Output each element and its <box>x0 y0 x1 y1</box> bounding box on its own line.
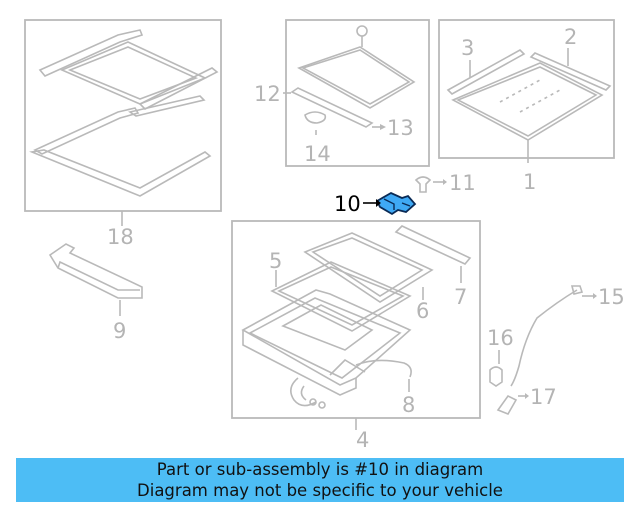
callout-11: 11 <box>449 171 476 195</box>
callout-18: 18 <box>107 225 134 249</box>
callout-5: 5 <box>269 249 282 273</box>
callout-1: 1 <box>523 170 536 194</box>
callout-8: 8 <box>402 393 415 417</box>
box-1 <box>438 19 615 159</box>
part-16 <box>489 350 503 387</box>
part-12-group <box>285 19 430 167</box>
part-18-group <box>24 19 222 212</box>
part-11 <box>414 176 446 193</box>
callout-2: 2 <box>564 25 577 49</box>
callout-7: 7 <box>454 285 467 309</box>
caption-line-1: Part or sub-assembly is #10 in diagram <box>156 460 484 479</box>
part-9 <box>48 243 143 316</box>
part-15 <box>510 285 596 387</box>
callout-6: 6 <box>416 299 429 323</box>
caption-line-2: Diagram may not be specific to your vehi… <box>137 481 503 500</box>
callout-10: 10 <box>334 192 361 216</box>
callout-12: 12 <box>254 82 281 106</box>
part-17 <box>496 394 528 416</box>
callout-16: 16 <box>487 326 514 350</box>
part-10-highlighted[interactable] <box>363 191 417 216</box>
callout-14: 14 <box>304 142 331 166</box>
callout-4: 4 <box>356 428 369 452</box>
callout-17: 17 <box>530 385 557 409</box>
callout-13: 13 <box>387 116 414 140</box>
caption-banner: Part or sub-assembly is #10 in diagram D… <box>16 458 624 502</box>
callout-3: 3 <box>461 36 474 60</box>
part-4-group <box>231 220 481 430</box>
callout-9: 9 <box>113 319 126 343</box>
part-1-group <box>438 19 615 163</box>
box-18 <box>24 19 222 212</box>
callout-15: 15 <box>598 285 625 309</box>
